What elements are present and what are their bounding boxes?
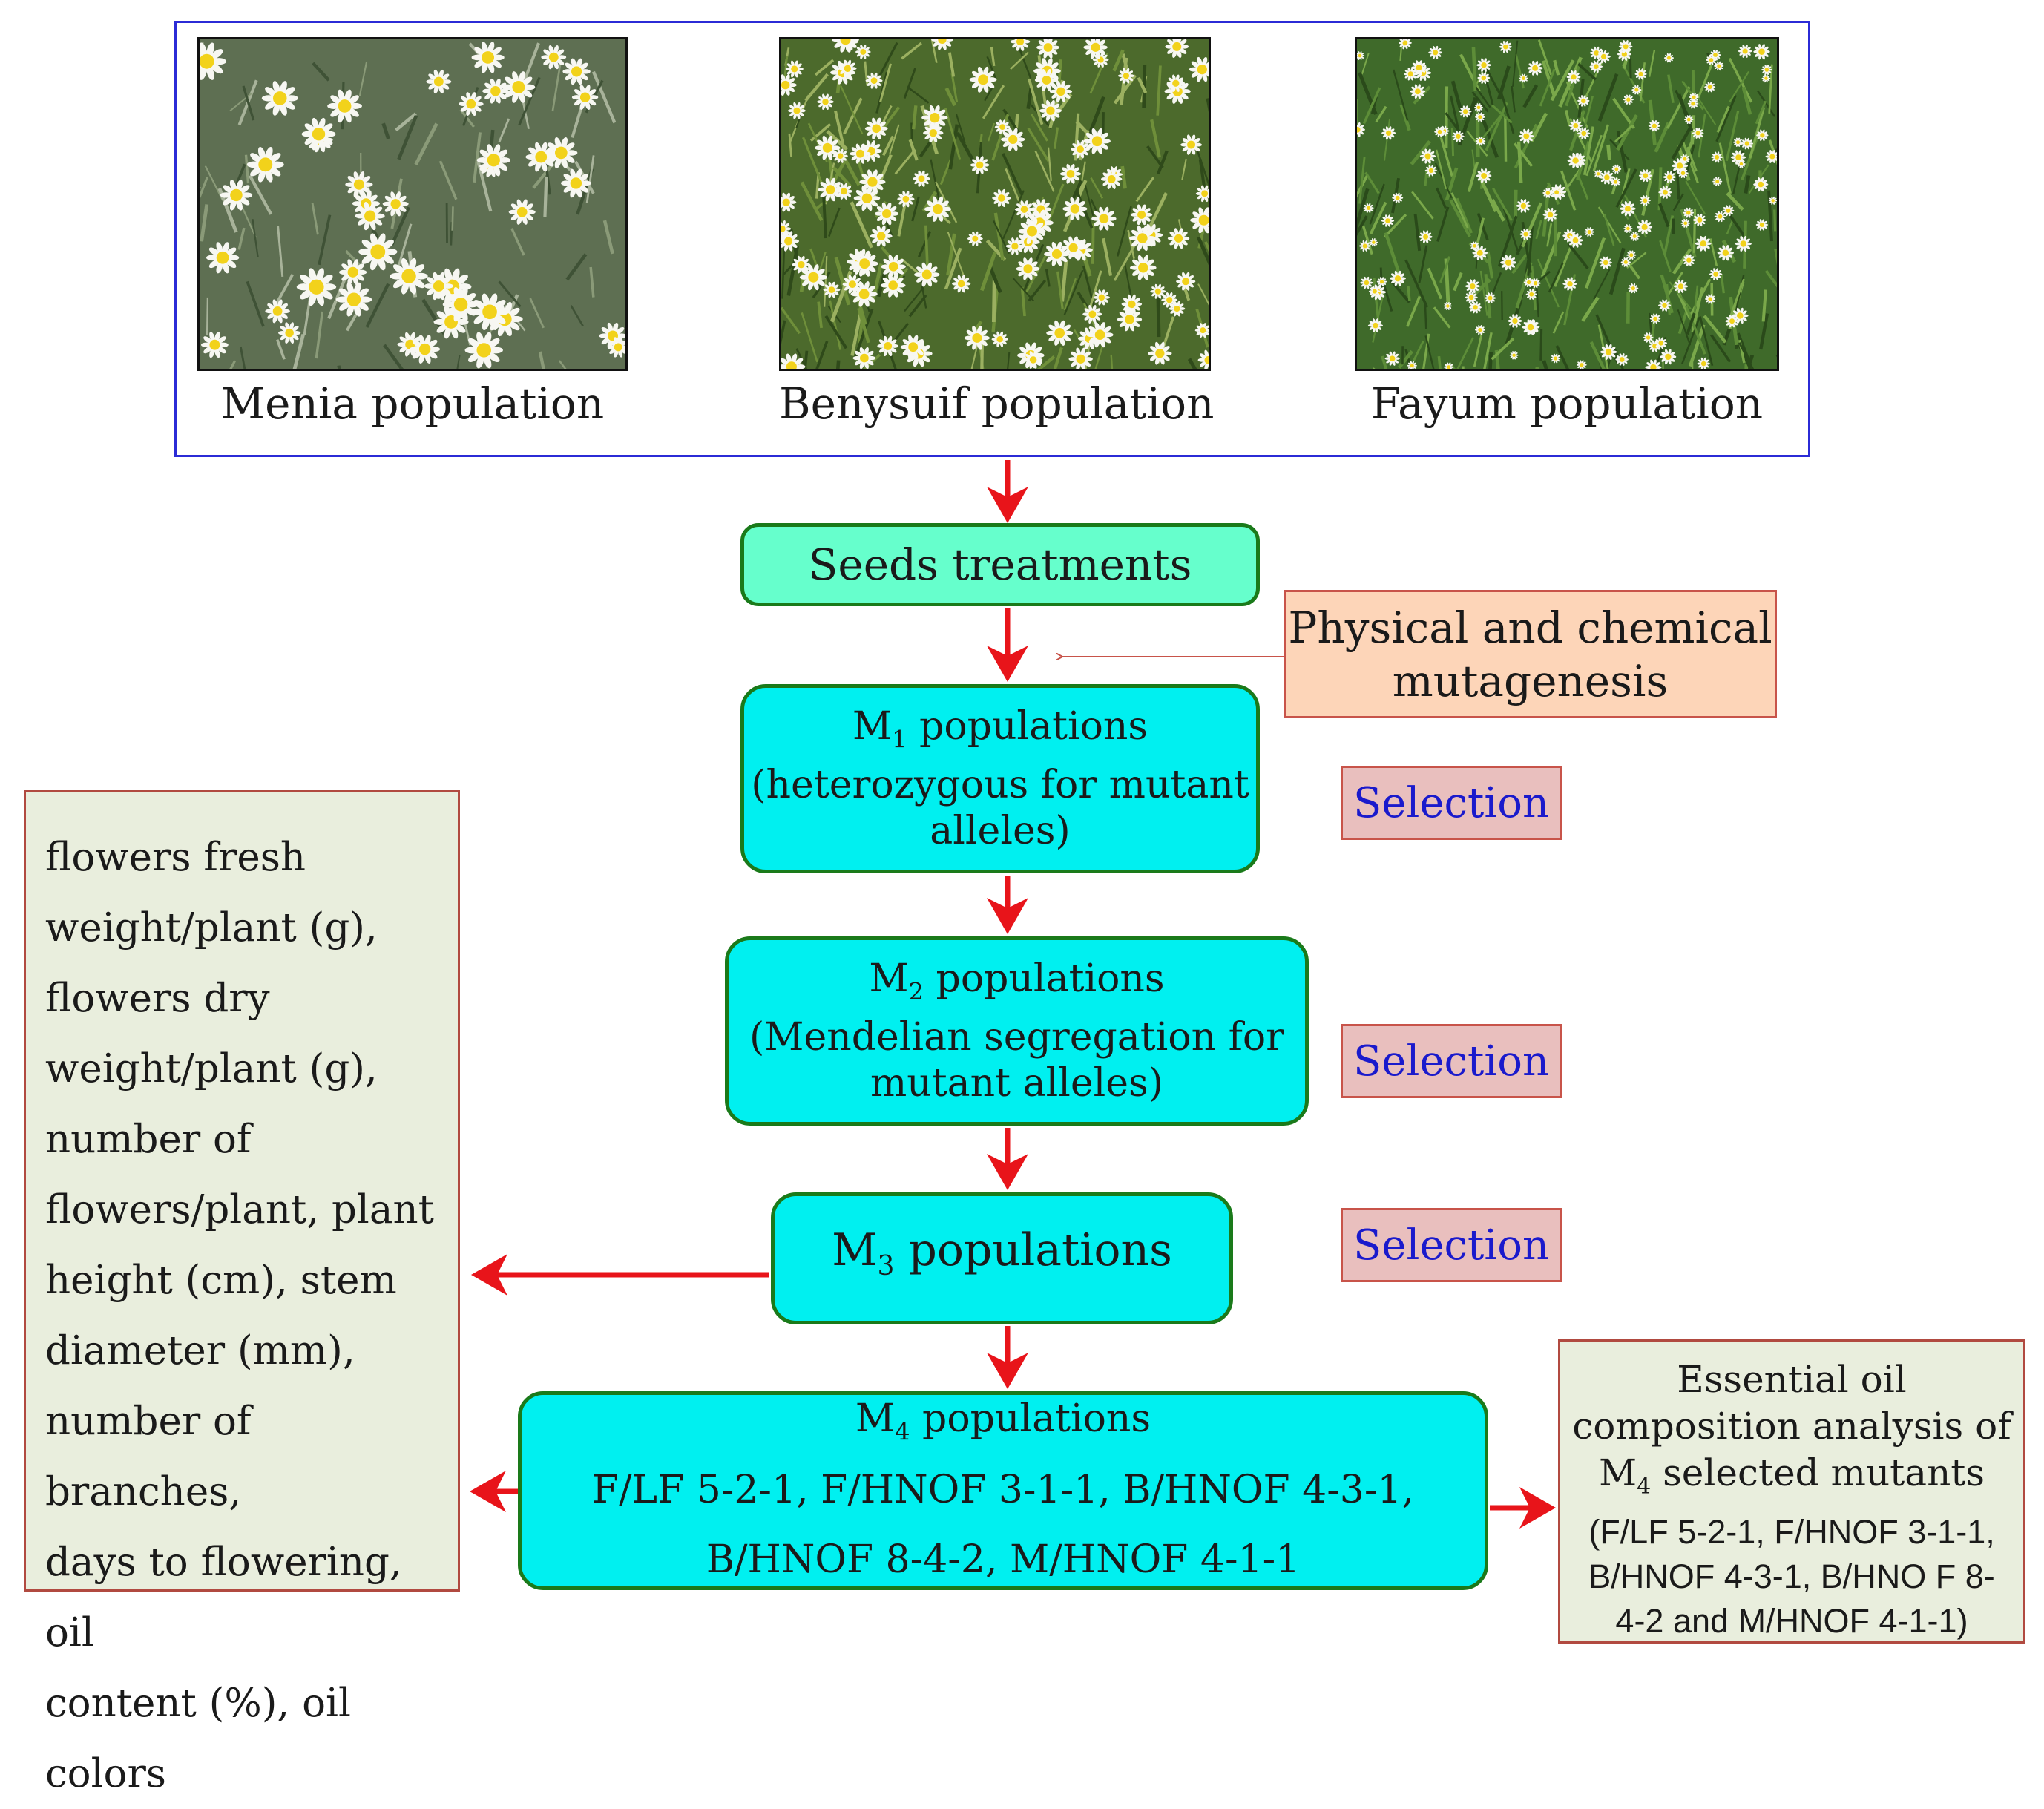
trait-line: content (%), oil colors <box>45 1668 443 1809</box>
flow-arrows <box>0 0 2044 1667</box>
